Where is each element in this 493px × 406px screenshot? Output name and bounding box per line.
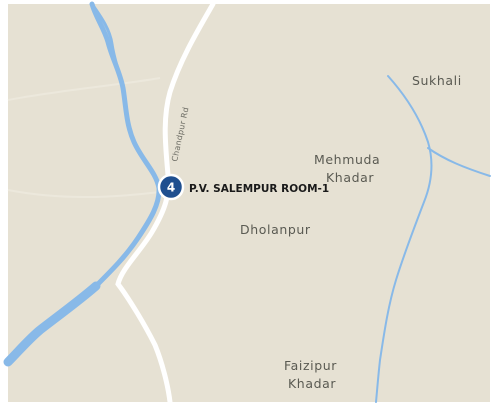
place-label-mehmuda[interactable]: Mehmuda (314, 152, 380, 167)
place-label-faizipur-khadar[interactable]: Khadar (288, 376, 336, 391)
main-road (115, 1, 216, 405)
river-branch (90, 3, 125, 89)
map-pin-icon[interactable] (157, 173, 185, 201)
place-label-mehmuda-khadar[interactable]: Khadar (326, 170, 374, 185)
place-label-sukhali[interactable]: Sukhali (412, 73, 462, 88)
minor-road (7, 77, 161, 101)
map-land (8, 4, 490, 402)
minor-road (7, 189, 161, 198)
place-label-faizipur[interactable]: Faizipur (284, 358, 337, 373)
stream-branch (427, 147, 491, 177)
map-marker[interactable]: 4 P.V. SALEMPUR ROOM-1 (157, 173, 329, 201)
stream (375, 75, 433, 403)
river-wide (3, 281, 101, 367)
marker-number: 4 (167, 181, 175, 195)
marker-label[interactable]: P.V. SALEMPUR ROOM-1 (189, 183, 329, 195)
place-label-dholanpur[interactable]: Dholanpur (240, 222, 311, 237)
